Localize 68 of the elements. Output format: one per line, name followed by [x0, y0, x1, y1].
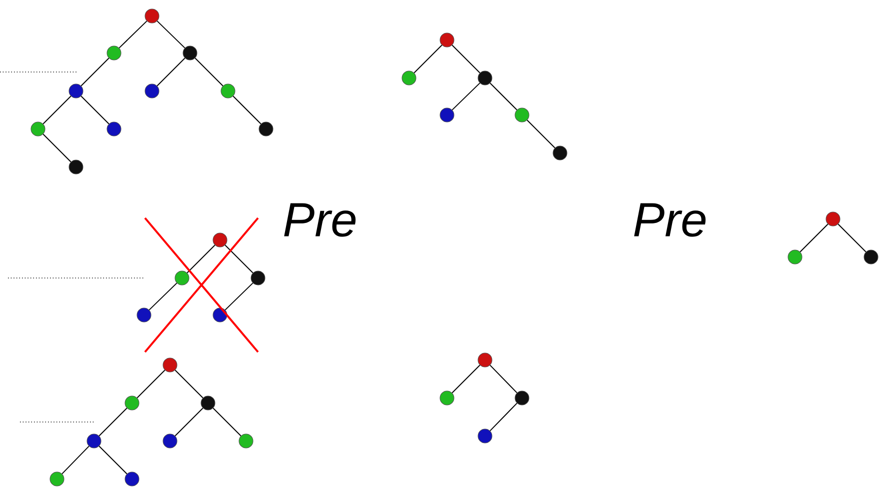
ball: [552, 146, 568, 160]
branch-line: [232, 96, 262, 124]
ball: [68, 160, 84, 174]
branch-line: [490, 402, 518, 432]
ball: [162, 434, 178, 448]
ball: [440, 108, 454, 122]
branch-line: [224, 282, 254, 310]
branch-line: [800, 224, 828, 252]
branch-line: [490, 82, 518, 110]
branch-line: [98, 408, 128, 436]
italic-label: Pre: [634, 203, 706, 237]
branch-line: [212, 408, 242, 436]
ball: [162, 358, 178, 372]
ball: [106, 46, 122, 60]
ball: [124, 396, 140, 410]
branch-line: [186, 244, 216, 274]
branch-line: [62, 446, 90, 474]
branch-line: [156, 20, 186, 48]
branch-line: [42, 134, 72, 162]
ball: [144, 8, 160, 24]
ball: [478, 428, 492, 444]
ball: [250, 270, 266, 286]
ball: [200, 396, 216, 410]
ball: [30, 122, 46, 136]
branch-line: [490, 364, 518, 394]
branch-line: [224, 244, 254, 274]
ball: [124, 472, 140, 486]
ball: [174, 270, 190, 286]
ball: [212, 232, 228, 248]
ball: [478, 352, 492, 368]
branch-line: [42, 96, 72, 124]
ball: [238, 434, 254, 448]
ball: [86, 434, 102, 448]
branch-line: [174, 370, 204, 398]
ball: [514, 390, 530, 406]
ball: [220, 84, 236, 98]
italic-label: Pre: [284, 203, 356, 237]
ball: [826, 212, 840, 226]
ball: [514, 108, 530, 122]
ball: [144, 84, 160, 98]
ball: [440, 32, 454, 48]
branch-line: [194, 58, 224, 86]
branch-line: [452, 364, 480, 394]
ball: [864, 250, 878, 264]
branch-line: [118, 20, 148, 48]
branch-line: [838, 224, 866, 252]
branch-line: [156, 58, 186, 86]
ball: [212, 308, 228, 322]
branch-line: [526, 120, 556, 148]
branch-line: [148, 282, 178, 310]
ball: [788, 250, 802, 264]
ball: [106, 122, 122, 136]
branch-line: [80, 58, 110, 86]
ball: [478, 70, 492, 86]
branch-line: [98, 446, 128, 474]
branch-line: [136, 370, 166, 398]
ball: [50, 472, 64, 486]
branch-line: [452, 82, 480, 110]
ball: [182, 46, 198, 60]
ball: [440, 390, 454, 406]
ball: [136, 308, 152, 322]
branch-line: [414, 44, 442, 74]
ball: [402, 70, 416, 86]
ball: [68, 84, 84, 98]
branch-line: [174, 408, 204, 436]
branch-line: [452, 44, 480, 74]
branch-line: [80, 96, 110, 124]
ball: [258, 122, 274, 136]
